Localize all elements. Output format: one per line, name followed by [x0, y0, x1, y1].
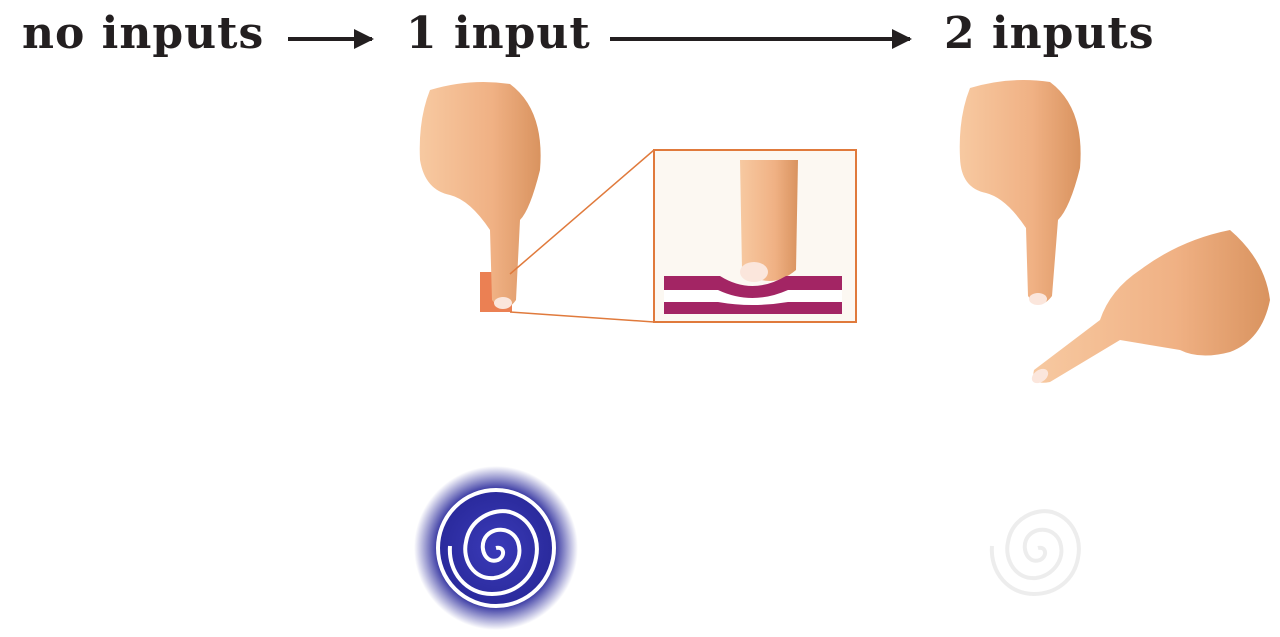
pointing-hand-icon: [1031, 230, 1270, 384]
fingertip-icon: [740, 262, 768, 282]
sensor-device-no-inputs: [0, 0, 203, 615]
spiral-coil: [436, 488, 556, 608]
sensor-device-1-input: [352, 0, 578, 630]
sensor-device-2-inputs: [894, 0, 1118, 628]
spiral-coil: [83, 495, 203, 615]
white-glow: [958, 468, 1118, 628]
zoom-line: [509, 149, 655, 275]
pointing-hand-icon: [419, 82, 541, 309]
stage-label-no-inputs: no inputs: [22, 8, 265, 59]
pointing-hand-icon: [959, 80, 1081, 305]
zoom-inset: [653, 149, 857, 323]
spiral-coil: [989, 509, 1081, 597]
zoom-line: [509, 311, 655, 323]
stage-label-2-inputs: 2 inputs: [944, 8, 1155, 59]
stage-label-1-input: 1 input: [406, 8, 591, 59]
